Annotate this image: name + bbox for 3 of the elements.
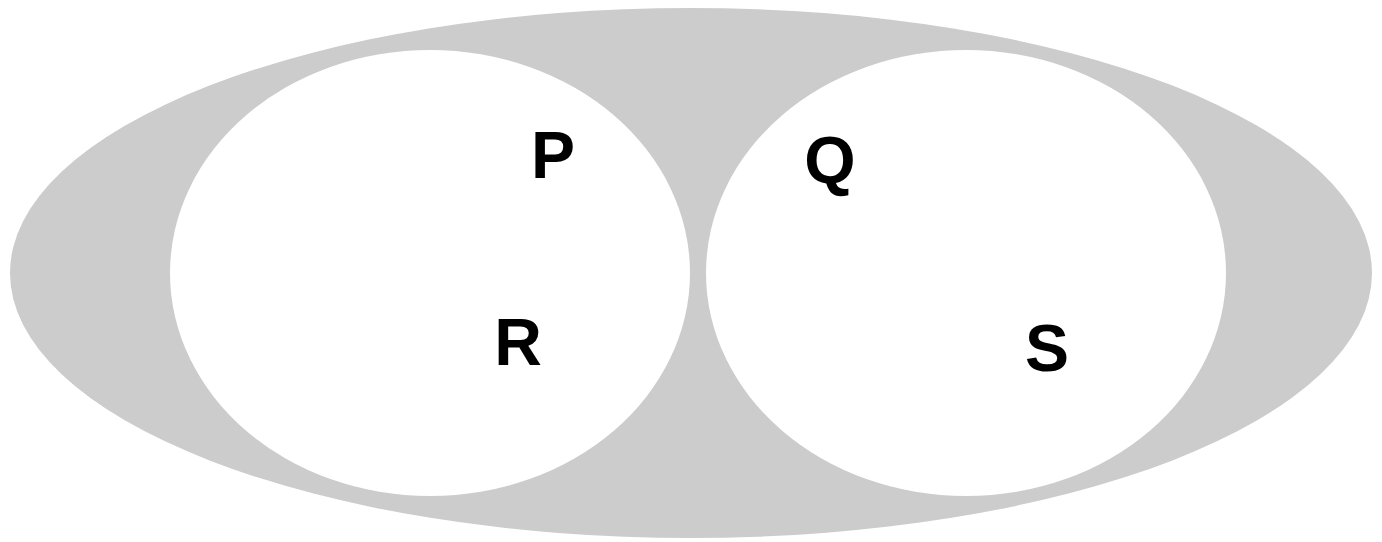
set-letter: S [1025, 315, 1069, 381]
set-letter: P [531, 122, 575, 188]
set-letter: R [494, 309, 542, 375]
